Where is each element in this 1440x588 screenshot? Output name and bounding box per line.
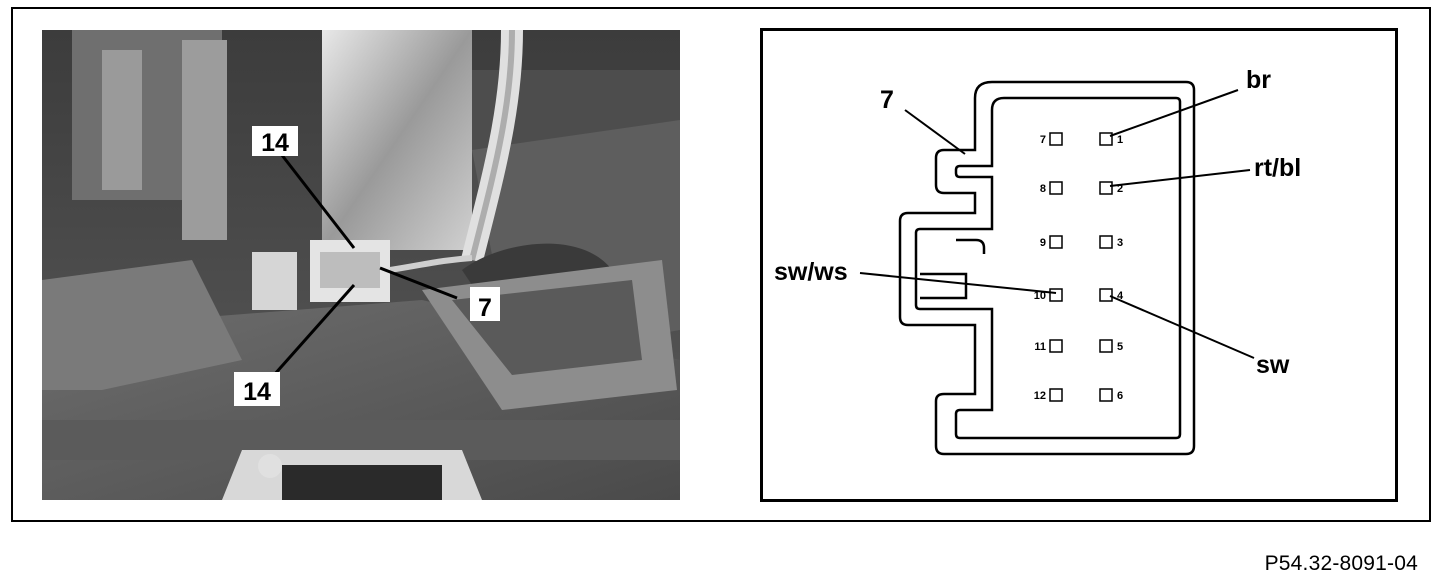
diagram-border (760, 28, 1398, 502)
pin-2-label: 2 (1117, 183, 1123, 195)
photo-connector-wire (389, 255, 473, 273)
pin-7-label: 7 (1040, 134, 1046, 146)
leader-sw-ws (859, 272, 1057, 294)
pin-5-label: 5 (1117, 341, 1123, 353)
leader-br (1109, 89, 1239, 137)
pin-6 (1099, 388, 1113, 402)
pin-12 (1049, 388, 1063, 402)
wire-label-sw: sw (1256, 351, 1290, 379)
bottom-hole (258, 454, 282, 478)
metal-panel (322, 30, 472, 250)
photo-connector-shade (320, 252, 380, 288)
figure-frame (11, 7, 1431, 522)
housing-latch-inner (956, 238, 986, 254)
callout-14-top: 14 (261, 129, 289, 157)
pin-3 (1099, 235, 1113, 249)
pin-4-label: 4 (1117, 290, 1124, 302)
housing-label-7: 7 (880, 86, 894, 114)
figure-id: P54.32-8091-04 (1264, 552, 1418, 575)
leader-rt-bl (1109, 169, 1251, 187)
pin-12-label: 12 (1034, 390, 1046, 402)
pin-5 (1099, 339, 1113, 353)
connector-photo: 14 7 14 (42, 30, 680, 500)
pin-4 (1099, 288, 1113, 302)
upper-column (182, 40, 227, 240)
pin-7 (1049, 132, 1063, 146)
pin-column-right: 1 2 3 4 5 6 (1099, 132, 1124, 402)
pin-1-label: 1 (1117, 134, 1123, 146)
callout-7-box (470, 287, 500, 321)
pin-3-label: 3 (1117, 237, 1123, 249)
wire-label-rt-bl: rt/bl (1254, 154, 1301, 182)
upper-bracket-highlight (102, 50, 142, 190)
photo-connector-left (252, 252, 297, 310)
pin-8 (1049, 181, 1063, 195)
pin-2 (1099, 181, 1113, 195)
connector-pinout-diagram: 7 8 9 10 11 12 1 2 3 4 5 6 7 br rt/bl sw… (760, 28, 1398, 502)
callout-14-bottom-box (234, 372, 280, 406)
pin-10 (1049, 288, 1063, 302)
leader-14-bottom (272, 284, 356, 376)
pin-8-label: 8 (1040, 183, 1046, 195)
pin-10-label: 10 (1034, 290, 1046, 302)
callout-7: 7 (478, 294, 492, 322)
pin-9-label: 9 (1040, 237, 1046, 249)
housing-outline-inner (914, 96, 1182, 440)
callout-14-bottom: 14 (243, 378, 271, 406)
left-board (42, 260, 242, 390)
pin-1 (1099, 132, 1113, 146)
leader-housing-7 (904, 109, 966, 155)
wire-label-sw-ws: sw/ws (774, 258, 848, 286)
bottom-slot (282, 465, 442, 500)
housing-outline-outer (898, 80, 1196, 456)
callout-14-top-box (252, 126, 298, 156)
wire-label-br: br (1246, 66, 1271, 94)
pin-11-label: 11 (1034, 341, 1046, 353)
housing-latch (920, 272, 968, 300)
leader-sw (1109, 295, 1255, 359)
pin-11 (1049, 339, 1063, 353)
leader-14-top (276, 149, 356, 249)
pin-6-label: 6 (1117, 390, 1123, 402)
leader-7 (379, 266, 458, 300)
pin-9 (1049, 235, 1063, 249)
pin-column-left: 7 8 9 10 11 12 (1034, 132, 1063, 402)
wire-bundle-shade (469, 30, 515, 261)
